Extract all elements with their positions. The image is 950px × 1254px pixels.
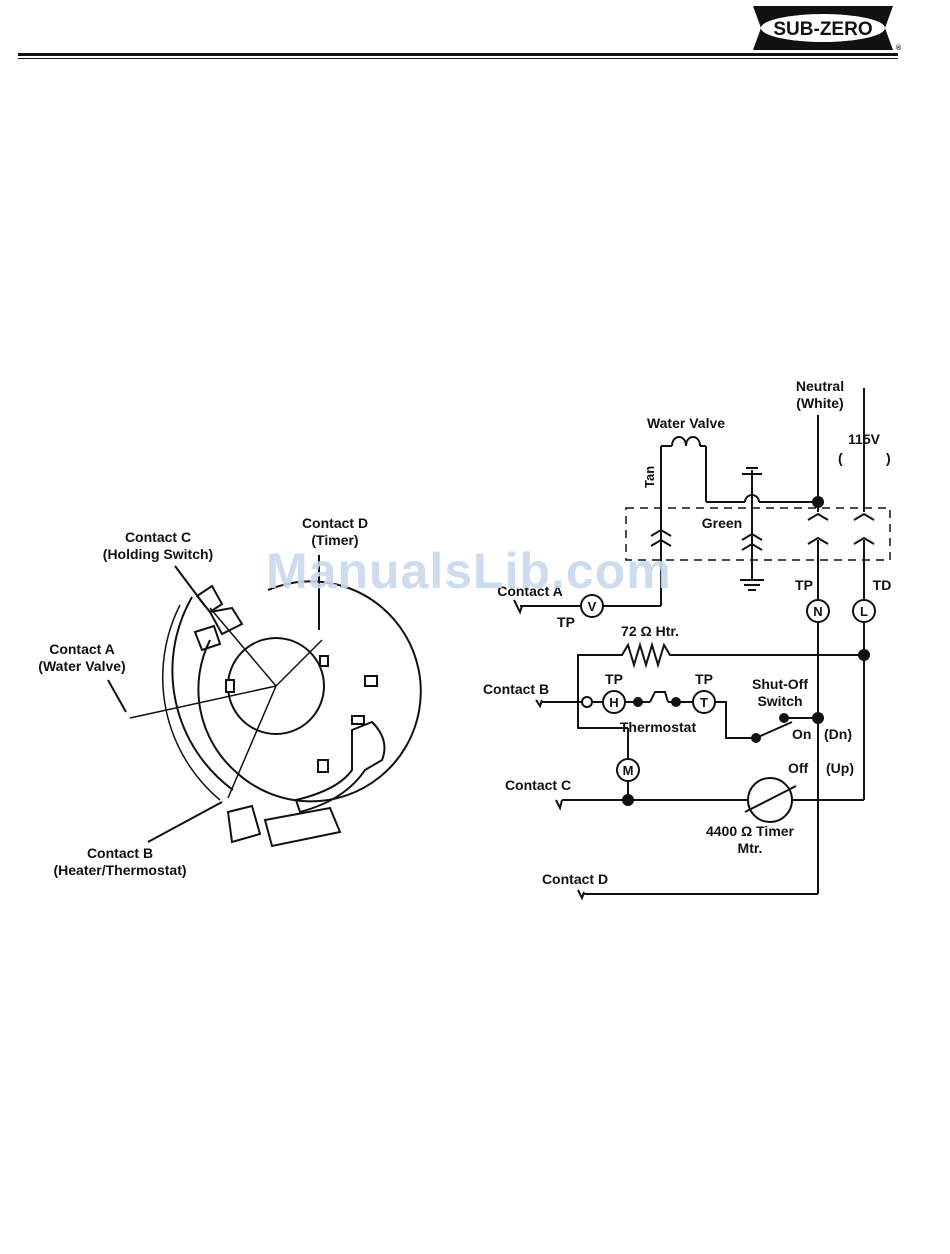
water-valve-label: Water Valve [647, 415, 725, 431]
contact-c-sub: (Holding Switch) [103, 546, 213, 562]
t-label: T [700, 695, 708, 710]
contact-a-line [129, 685, 277, 719]
connector-box [625, 507, 891, 561]
tp-n-label: TP [795, 577, 813, 593]
contact-b-line [227, 685, 277, 799]
disc-notch-1 [364, 675, 378, 687]
switch-contact [779, 713, 789, 723]
m-label: M [623, 763, 634, 778]
brand-text: SUB-ZERO [773, 19, 872, 40]
contact-c-spring-3 [193, 624, 222, 652]
header-rule-thin [18, 58, 898, 59]
neutral-sub: (White) [796, 395, 843, 411]
water-valve-coil [671, 436, 701, 447]
heater-label: 72 Ω Htr. [621, 623, 679, 639]
up-label: (Up) [826, 760, 854, 776]
n-label: N [813, 604, 822, 619]
tp-t-label: TP [695, 671, 713, 687]
shutoff-label: Shut-Off [752, 676, 808, 692]
chevron-n2 [807, 536, 829, 545]
hub-notch-1 [319, 655, 329, 667]
cam-main-disc [235, 580, 422, 803]
header-rule-thick [18, 53, 898, 56]
timer-motor-slash [744, 785, 797, 813]
h-label: H [609, 695, 618, 710]
sub-zero-logo: SUB-ZERO ® [753, 6, 901, 52]
junction-thermo-r [671, 697, 681, 707]
junction-thermo-l [633, 697, 643, 707]
thermostat-label: Thermostat [620, 719, 697, 735]
motor-feed [577, 700, 628, 729]
tp-v-label: TP [557, 614, 575, 630]
heater-resistor [577, 641, 864, 700]
contact-b-sch: Contact B [483, 681, 549, 697]
td-label: TD [873, 577, 892, 593]
contact-d-line [275, 639, 323, 687]
junction-motor [622, 794, 634, 806]
contact-d-sub: (Timer) [311, 532, 358, 548]
timer-sub: Mtr. [738, 840, 763, 856]
contact-c-tip [555, 799, 563, 811]
thermostat-symbol [649, 691, 669, 703]
timer-label: 4400 Ω Timer [706, 823, 795, 839]
bottom-segment-1 [226, 804, 262, 844]
green-label: Green [702, 515, 742, 531]
contact-c-label: Contact C [125, 529, 191, 545]
contact-a-tip [513, 599, 523, 615]
bottom-segment-2 [263, 806, 342, 848]
contact-b-node [581, 696, 593, 708]
junction-switch [812, 712, 824, 724]
dn-label: (Dn) [824, 726, 852, 742]
tp-h-label: TP [605, 671, 623, 687]
contact-a-sch: Contact A [497, 583, 563, 599]
hub-notch-2 [225, 679, 235, 693]
disc-notch-3 [317, 759, 329, 773]
schematic [513, 388, 891, 901]
v-label: V [588, 599, 597, 614]
shutoff-switch-blade [755, 721, 793, 739]
chevron-l2 [853, 536, 875, 545]
bottom-arc-segment [294, 720, 386, 814]
shutoff-sub: Switch [757, 693, 802, 709]
on-label: On [792, 726, 811, 742]
voltage-label: 115V [848, 431, 881, 447]
contact-c-line [209, 607, 277, 687]
contact-b-sub: (Heater/Thermostat) [53, 862, 186, 878]
switch-pivot [751, 733, 761, 743]
contact-d-sch: Contact D [542, 871, 608, 887]
cam-main-disc-left [197, 639, 237, 773]
contact-b-label: Contact B [87, 845, 153, 861]
cam-outer-arc [171, 596, 234, 791]
cam-diagram [107, 555, 422, 848]
watermark: ManualsLib.com [266, 543, 672, 599]
voltage-paren-close: ) [886, 450, 891, 466]
contact-a-arrow [107, 679, 127, 713]
junction-heater-line [858, 649, 870, 661]
registered-mark: ® [896, 44, 901, 52]
contact-c-spring [195, 584, 224, 614]
voltage-paren-open: ( [838, 450, 843, 466]
off-label: Off [788, 760, 809, 776]
chevron-n1 [807, 512, 829, 521]
t-to-switch [715, 701, 756, 739]
contact-b-tip [535, 699, 543, 709]
junction-neutral [812, 496, 824, 508]
n-terminal [806, 599, 830, 623]
contact-a-sub: (Water Valve) [38, 658, 125, 674]
contact-c-sch: Contact C [505, 777, 571, 793]
l-terminal [852, 599, 876, 623]
contact-a-label: Contact A [49, 641, 115, 657]
contact-d-label: Contact D [302, 515, 368, 531]
contact-d-tip [577, 889, 585, 901]
disc-notch-2 [351, 715, 365, 725]
tan-label: Tan [642, 466, 657, 488]
chevron-l1 [853, 512, 875, 521]
contact-b-arrow [147, 801, 223, 843]
neutral-label: Neutral [796, 378, 844, 394]
l-label: L [860, 604, 868, 619]
contact-c-spring-2 [208, 606, 244, 636]
contact-c-arrow [174, 565, 206, 607]
